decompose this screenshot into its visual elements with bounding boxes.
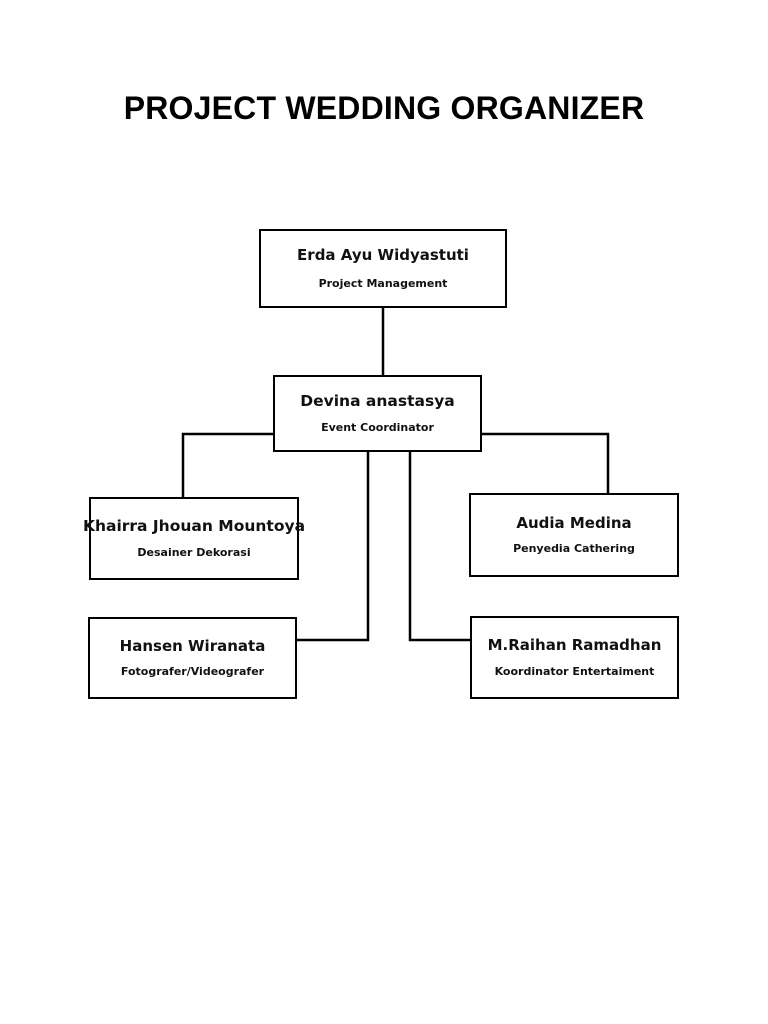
org-node-role: Desainer Dekorasi: [137, 545, 251, 559]
org-node-project-management[interactable]: Erda Ayu Widyastuti Project Management: [259, 229, 507, 308]
edge-devina-to-audia: [480, 432, 610, 495]
org-node-name: M.Raihan Ramadhan: [487, 636, 662, 655]
org-node-desainer-dekorasi[interactable]: Khairra Jhouan Mountoya Desainer Dekoras…: [83, 497, 305, 580]
org-node-koordinator-entertaiment[interactable]: M.Raihan Ramadhan Koordinator Entertaime…: [470, 616, 679, 699]
org-node-event-coordinator[interactable]: Devina anastasya Event Coordinator: [273, 375, 482, 452]
edge-devina-to-raihan: [408, 450, 472, 642]
org-node-fotografer-videografer[interactable]: Hansen Wiranata Fotografer/Videografer: [88, 617, 297, 699]
org-node-role: Fotografer/Videografer: [120, 665, 265, 679]
org-node-name: Hansen Wiranata: [119, 636, 266, 655]
page-title: PROJECT WEDDING ORGANIZER: [123, 90, 645, 126]
edge-devina-to-hansen: [295, 450, 370, 642]
org-node-name: Devina anastasya: [300, 391, 455, 410]
org-node-name: Audia Medina: [516, 513, 632, 532]
org-node-name: Khairra Jhouan Mountoya: [82, 516, 306, 535]
org-node-role: Penyedia Cathering: [513, 542, 635, 556]
org-node-role: Project Management: [318, 276, 448, 290]
edge-devina-to-khairra: [181, 432, 275, 499]
org-node-role: Koordinator Entertaiment: [494, 664, 655, 678]
org-node-role: Event Coordinator: [321, 420, 434, 434]
org-node-name: Erda Ayu Widyastuti: [297, 246, 469, 265]
org-node-penyedia-cathering[interactable]: Audia Medina Penyedia Cathering: [469, 493, 679, 577]
